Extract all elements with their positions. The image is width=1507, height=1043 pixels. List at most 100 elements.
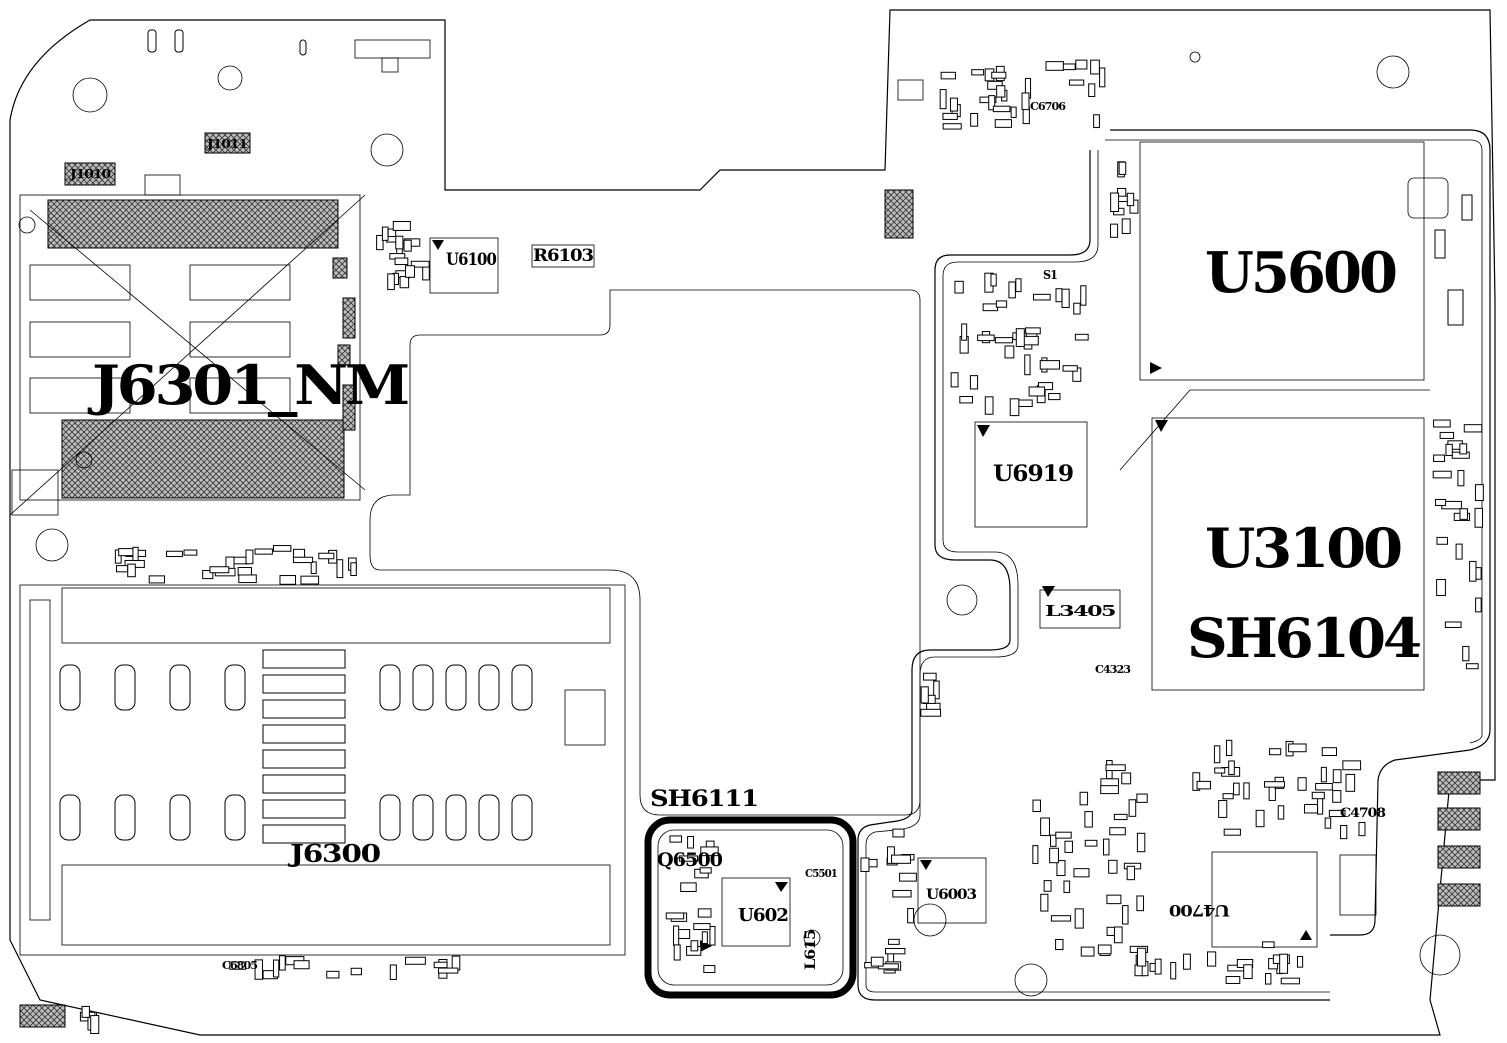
smd-part: [1475, 597, 1482, 613]
smd-part: [183, 549, 198, 556]
sd-pin: [412, 794, 434, 841]
smd-part: [995, 300, 1008, 308]
smd-part: [1062, 63, 1076, 71]
smd-part: [1459, 443, 1468, 455]
smd-part: [969, 375, 979, 390]
smd-part: [1084, 811, 1093, 828]
smd-part: [1108, 859, 1118, 874]
top-left-parts: [64, 29, 924, 239]
smd-part: [1279, 953, 1289, 974]
smd-part: [959, 395, 974, 404]
smd-part: [410, 260, 430, 268]
smd-part: [1262, 941, 1275, 949]
smd-part: [982, 303, 999, 312]
smd-part: [1324, 817, 1332, 829]
tray-contact: [262, 649, 346, 669]
smd-part: [1121, 772, 1132, 785]
u5600-region: [857, 129, 1491, 1001]
smd-part: [1269, 748, 1282, 756]
smd-part: [1008, 281, 1016, 299]
sim-pin: [224, 664, 246, 711]
tray-contact: [262, 749, 346, 769]
smd-part: [942, 112, 958, 120]
smd-part: [990, 273, 997, 287]
j1011-label: J1011: [206, 137, 248, 151]
mounting-hole: [1189, 51, 1201, 63]
smd-part: [1277, 805, 1285, 820]
smd-part: [237, 567, 252, 576]
smd-part: [405, 265, 416, 278]
smd-part: [687, 835, 694, 849]
mounting-hole: [1014, 963, 1048, 997]
smd-part: [1213, 745, 1221, 764]
smd-part: [1055, 831, 1072, 839]
smd-part: [701, 931, 708, 945]
smd-part: [1243, 782, 1250, 800]
smd-part: [326, 970, 340, 979]
smd-part: [1207, 951, 1217, 967]
sd-pin: [445, 664, 467, 711]
u6919-block: [974, 421, 1088, 528]
smd-part: [992, 105, 1011, 113]
smd-part: [1074, 333, 1089, 341]
c4708-label: C4708: [1340, 806, 1386, 821]
smd-part: [389, 964, 397, 980]
smd-part: [920, 686, 929, 704]
smd-part: [115, 565, 129, 573]
smd-part: [1439, 431, 1455, 439]
sh6111-shield: [644, 816, 857, 999]
smd-part: [1345, 773, 1356, 792]
smd-part: [979, 96, 997, 104]
smd-part: [677, 929, 691, 939]
smd-part: [1225, 975, 1241, 984]
l3405-label: L3405: [1045, 602, 1116, 620]
j6300-label: J6300: [288, 839, 381, 868]
smd-part: [1317, 798, 1324, 815]
l615-label: L615: [803, 930, 819, 970]
smd-part: [1434, 498, 1447, 506]
sd-pin: [478, 664, 500, 711]
smd-part: [1074, 908, 1084, 929]
smd-part: [1004, 345, 1015, 359]
smd-part: [336, 559, 344, 579]
smd-part: [680, 882, 697, 892]
mounting-hole: [72, 77, 108, 113]
smd-part: [1128, 799, 1137, 817]
smd-part: [673, 925, 680, 946]
smd-part: [1436, 536, 1448, 545]
smd-part: [1062, 365, 1078, 372]
smd-part: [1050, 915, 1072, 922]
sd-pin: [445, 794, 467, 841]
smd-part: [942, 123, 962, 130]
sd-pin: [478, 794, 500, 841]
smd-part: [300, 575, 320, 585]
smd-part: [1228, 760, 1235, 776]
s1-label: S1: [1043, 268, 1058, 282]
smd-part: [1315, 783, 1333, 791]
smd-part: [1033, 293, 1051, 301]
tray-contact: [262, 774, 346, 794]
smd-part: [693, 923, 711, 931]
smd-part: [885, 947, 906, 955]
sd-pin: [379, 664, 401, 711]
smd-part: [1444, 621, 1462, 628]
smd-part: [1110, 192, 1120, 213]
smd-part: [1170, 962, 1177, 980]
smd-part: [907, 908, 915, 924]
u6919-label: U6919: [993, 461, 1073, 487]
smd-part: [1032, 845, 1039, 865]
smd-part: [1040, 893, 1049, 912]
smd-part: [977, 334, 995, 342]
smd-part: [961, 323, 968, 341]
u4700-label: U4700: [1169, 901, 1230, 920]
sh6111-label: SH6111: [650, 786, 758, 812]
smd-part: [1118, 161, 1127, 175]
smd-part: [1075, 59, 1088, 70]
component-field: [59, 59, 1484, 1034]
sd-pin: [379, 794, 401, 841]
smd-part: [669, 835, 682, 843]
u4700-block: [1211, 851, 1377, 948]
sd-pin: [412, 664, 434, 711]
smd-part: [1039, 360, 1061, 370]
smd-part: [166, 550, 183, 558]
